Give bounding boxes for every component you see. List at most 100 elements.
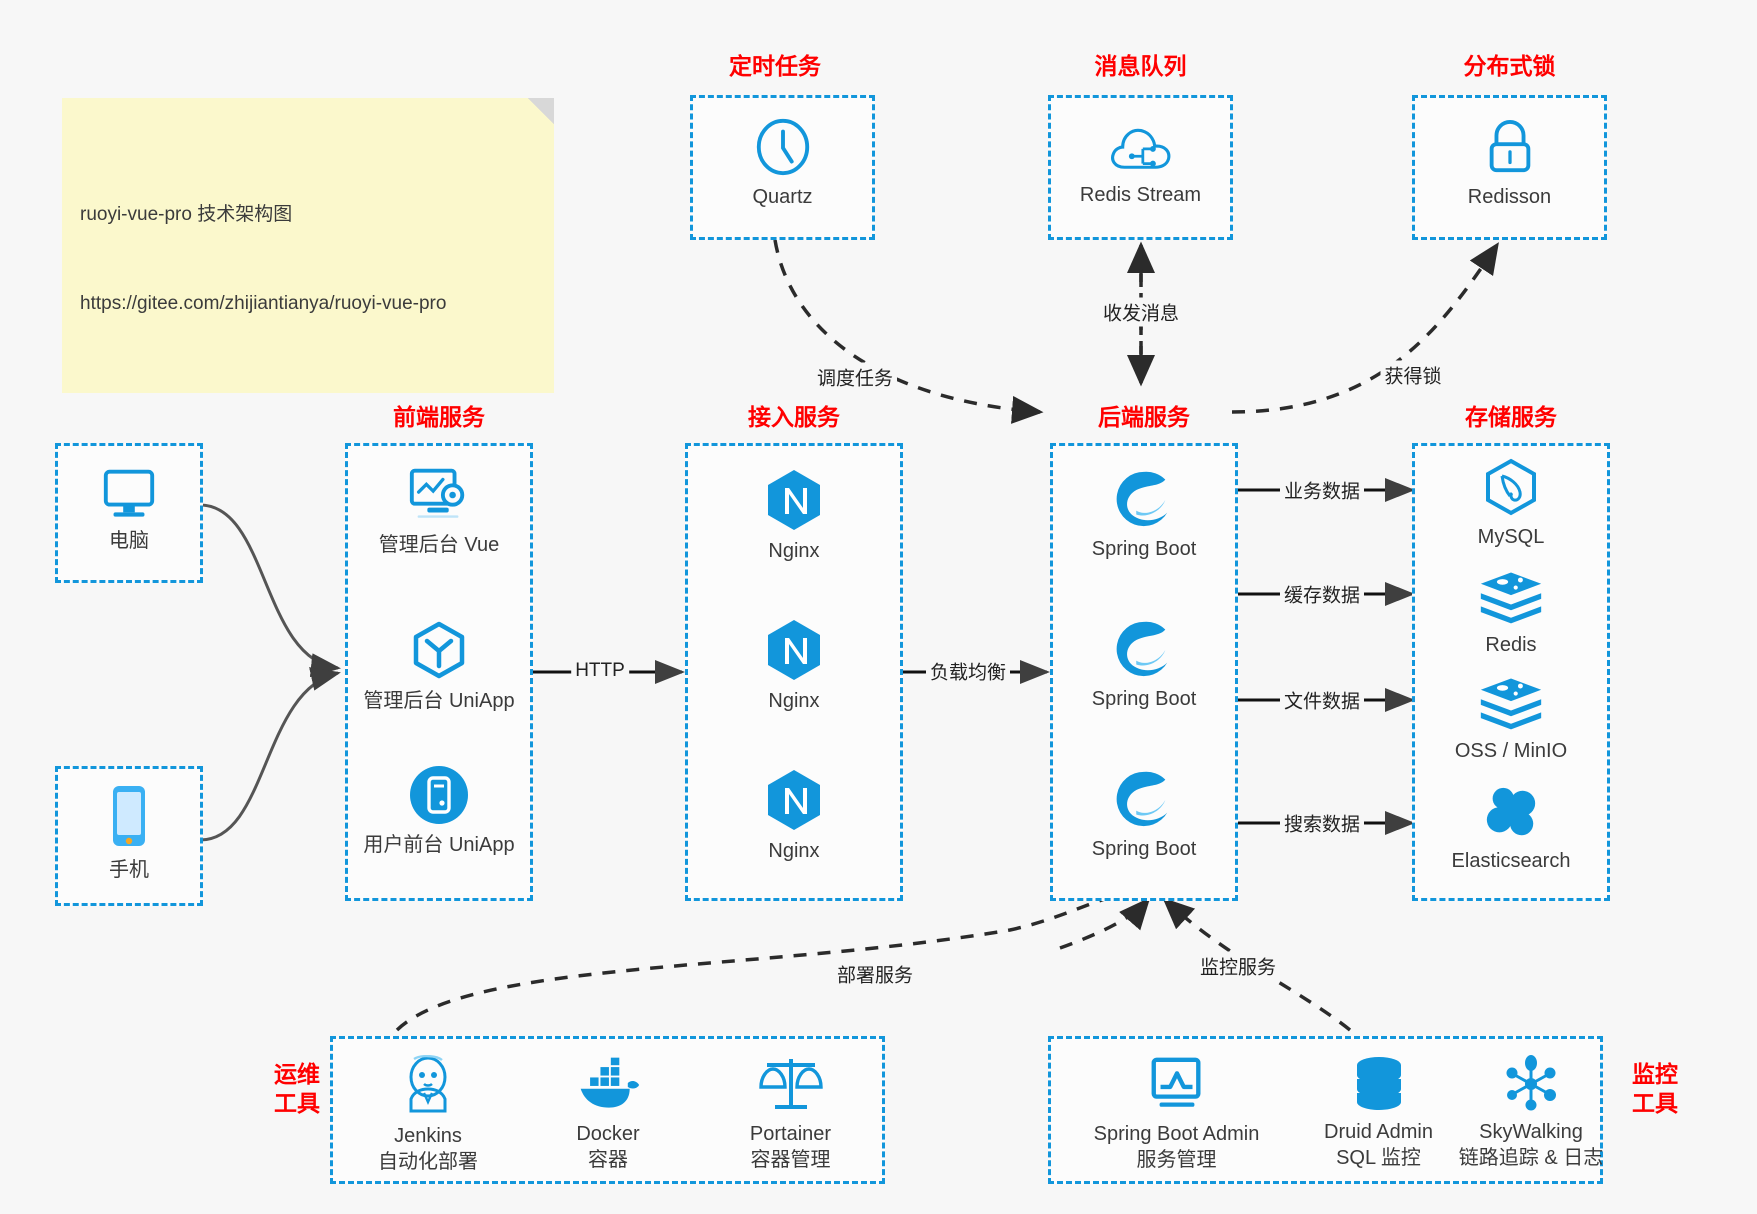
- node-label: 管理后台 UniApp: [363, 690, 515, 712]
- node-spring-boot-3[interactable]: Spring Boot: [1053, 768, 1235, 862]
- mobile-icon: [113, 786, 145, 846]
- node-elasticsearch[interactable]: Elasticsearch: [1415, 784, 1607, 874]
- node-label: Jenkins: [394, 1125, 462, 1147]
- node-spring-boot-1[interactable]: Spring Boot: [1053, 468, 1235, 562]
- node-oss-minio[interactable]: OSS / MinIO: [1415, 674, 1607, 764]
- note-line-title: ruoyi-vue-pro 技术架构图: [80, 204, 293, 226]
- node-jenkins[interactable]: Jenkins 自动化部署: [343, 1055, 513, 1175]
- group-title-monitor-line2: 工具: [1632, 1089, 1678, 1116]
- spring-icon: [1116, 771, 1168, 827]
- edge-label-http: HTTP: [571, 659, 629, 683]
- node-label: Redis Stream: [1079, 184, 1202, 206]
- group-box-device-computer: 电脑: [55, 443, 203, 583]
- node-quartz[interactable]: Quartz: [693, 116, 872, 210]
- edge-label-search-data: 搜索数据: [1279, 808, 1365, 838]
- spring-icon: [1116, 471, 1168, 527]
- elasticsearch-icon: [1486, 787, 1536, 836]
- node-admin-vue[interactable]: 管理后台 Vue: [348, 464, 530, 558]
- node-redis[interactable]: Redis: [1415, 568, 1607, 658]
- node-admin-uniapp[interactable]: 管理后台 UniApp: [348, 618, 530, 714]
- nginx-icon: [768, 620, 820, 680]
- node-label: Spring Boot: [1091, 538, 1197, 560]
- node-sublabel: SQL 监控: [1336, 1147, 1421, 1169]
- group-title-distributed-lock: 分布式锁: [1463, 53, 1556, 79]
- nginx-icon: [768, 770, 820, 830]
- node-computer[interactable]: 电脑: [58, 464, 200, 554]
- note-line-url: https://gitee.com/zhijiantianya/ruoyi-vu…: [80, 292, 447, 314]
- node-redis-stream[interactable]: Redis Stream: [1051, 120, 1230, 208]
- node-nginx-1[interactable]: Nginx: [688, 468, 900, 564]
- node-label: Docker: [576, 1123, 640, 1145]
- docker-icon: [580, 1057, 640, 1108]
- node-label: Nginx: [768, 840, 820, 862]
- group-box-backend: Spring Boot Spring Boot Spring Boot: [1050, 443, 1238, 901]
- node-spring-boot-2[interactable]: Spring Boot: [1053, 618, 1235, 712]
- node-label: Druid Admin: [1324, 1121, 1433, 1143]
- node-label: Nginx: [768, 540, 820, 562]
- oss-icon: [1480, 678, 1542, 730]
- node-nginx-3[interactable]: Nginx: [688, 768, 900, 864]
- edge-label-cache-data: 缓存数据: [1279, 579, 1365, 609]
- jenkins-icon: [409, 1055, 447, 1113]
- cube-icon: [413, 621, 465, 679]
- edge-label-file-data: 文件数据: [1279, 685, 1365, 715]
- edge-label-send-receive-message: 收发消息: [1098, 297, 1184, 327]
- node-label: Spring Boot Admin: [1093, 1123, 1260, 1145]
- group-box-distributed-lock: Redisson: [1412, 95, 1607, 240]
- node-label: MySQL: [1477, 526, 1545, 548]
- node-spring-boot-admin[interactable]: Spring Boot Admin 服务管理: [1059, 1055, 1294, 1173]
- node-redisson[interactable]: Redisson: [1415, 118, 1604, 210]
- group-box-scheduled-task: Quartz: [690, 95, 875, 240]
- redis-icon: [1480, 572, 1542, 624]
- edge-label-deploy-service: 部署服务: [832, 959, 918, 989]
- group-title-devops-line2: 工具: [274, 1089, 320, 1116]
- mysql-icon: [1486, 458, 1536, 516]
- node-docker[interactable]: Docker 容器: [523, 1055, 693, 1173]
- group-title-monitor-line1: 监控: [1632, 1061, 1678, 1087]
- node-user-uniapp[interactable]: 用户前台 UniApp: [348, 764, 530, 858]
- node-label: 管理后台 Vue: [378, 534, 500, 556]
- node-nginx-2[interactable]: Nginx: [688, 618, 900, 714]
- edge-label-schedule-task: 调度任务: [812, 362, 898, 392]
- note-fold-corner: [528, 98, 554, 124]
- node-sublabel: 自动化部署: [378, 1151, 478, 1173]
- group-title-devops-line1: 运维: [274, 1061, 320, 1087]
- node-mysql[interactable]: MySQL: [1415, 458, 1607, 550]
- group-title-message-queue: 消息队列: [1094, 53, 1187, 79]
- node-label: SkyWalking: [1479, 1121, 1583, 1143]
- clock-icon: [756, 118, 809, 176]
- edge-label-monitor-service: 监控服务: [1195, 951, 1281, 981]
- nginx-icon: [768, 470, 820, 530]
- node-sublabel: 服务管理: [1136, 1149, 1217, 1171]
- node-phone[interactable]: 手机: [58, 783, 200, 883]
- group-title-storage: 存储服务: [1465, 404, 1557, 430]
- node-label: 电脑: [109, 530, 149, 552]
- group-title-monitor: 监控 工具: [1616, 1060, 1694, 1118]
- node-sublabel: 容器: [588, 1149, 628, 1171]
- group-box-monitor: Spring Boot Admin 服务管理 Druid Admin SQL 监…: [1048, 1036, 1603, 1184]
- group-box-frontend: 管理后台 Vue 管理后台 UniApp 用户前台 UniApp: [345, 443, 533, 901]
- desktop-icon: [103, 469, 155, 517]
- group-box-storage: MySQL Redis OSS / MinIO: [1412, 443, 1610, 901]
- skywalking-icon: [1506, 1055, 1556, 1111]
- node-label: 用户前台 UniApp: [363, 834, 515, 856]
- node-portainer[interactable]: Portainer 容器管理: [703, 1053, 878, 1173]
- node-label: Spring Boot: [1091, 688, 1197, 710]
- node-label: Elasticsearch: [1451, 850, 1571, 872]
- node-label: Redis: [1485, 634, 1537, 656]
- node-sublabel: 容器管理: [750, 1149, 831, 1171]
- node-druid-admin[interactable]: Druid Admin SQL 监控: [1301, 1055, 1456, 1171]
- app-circle-icon: [410, 766, 468, 824]
- node-label: Redisson: [1467, 186, 1552, 208]
- group-title-scheduled-task: 定时任务: [729, 53, 821, 79]
- edge-label-business-data: 业务数据: [1279, 475, 1365, 505]
- node-label: 手机: [109, 859, 149, 881]
- scales-icon: [758, 1059, 823, 1109]
- node-label: Nginx: [768, 690, 820, 712]
- node-label: Portainer: [749, 1123, 832, 1145]
- cloud-stream-icon: [1110, 128, 1170, 169]
- node-skywalking[interactable]: SkyWalking 链路追踪 & 日志: [1451, 1055, 1611, 1171]
- edge-label-acquire-lock: 获得锁: [1380, 360, 1446, 390]
- database-icon: [1356, 1057, 1401, 1110]
